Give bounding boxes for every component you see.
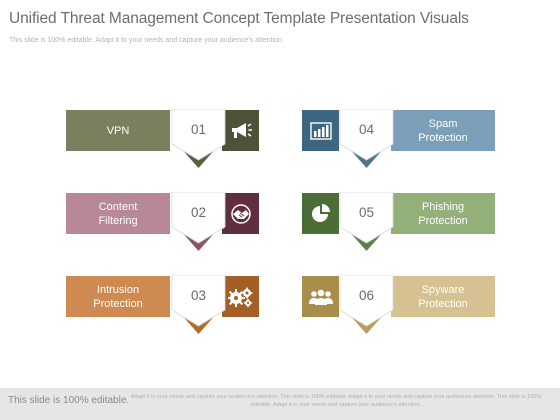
item-card-02: Content Filtering 02: [66, 192, 259, 252]
footer-editable-note: This slide is 100% editable.: [8, 395, 130, 406]
bar-chart-icon: [309, 121, 333, 141]
item-card-06: Spyware Protection 06: [302, 275, 495, 335]
megaphone-icon: [229, 121, 253, 141]
item-number-05: 05: [358, 205, 375, 220]
item-label-05: Phishing Protection: [391, 193, 495, 234]
slide-subtitle: This slide is 100% editable. Adapt it to…: [9, 37, 284, 44]
pie-chart-icon: [309, 203, 333, 225]
group-icon: [308, 287, 334, 307]
item-label-04: Spam Protection: [391, 110, 495, 151]
item-card-04: Spam Protection 04: [302, 109, 495, 169]
number-arrow-05: [339, 192, 394, 251]
item-label-06: Spyware Protection: [391, 276, 495, 317]
footer-description: Adapt it to your needs and capture your …: [130, 394, 542, 408]
handshake-icon: [228, 203, 254, 224]
gears-icon: [227, 286, 254, 308]
item-icon-box-01: [222, 110, 259, 151]
item-icon-box-04: [302, 110, 339, 151]
footer-bar: This slide is 100% editable. Adapt it to…: [0, 388, 560, 420]
item-number-03: 03: [190, 288, 207, 303]
item-card-01: VPN 01: [66, 109, 259, 169]
number-arrow-03: [171, 275, 226, 334]
item-icon-box-03: [222, 276, 259, 317]
item-card-03: Intrusion Protection 03: [66, 275, 259, 335]
item-label-01: VPN: [66, 110, 170, 151]
item-number-01: 01: [190, 122, 207, 137]
item-icon-box-06: [302, 276, 339, 317]
item-number-02: 02: [190, 205, 207, 220]
item-label-02: Content Filtering: [66, 193, 170, 234]
item-number-04: 04: [358, 122, 375, 137]
number-arrow-06: [339, 275, 394, 334]
number-arrow-01: [171, 109, 226, 168]
item-number-06: 06: [358, 288, 375, 303]
number-arrow-04: [339, 109, 394, 168]
item-icon-box-02: [222, 193, 259, 234]
item-label-03: Intrusion Protection: [66, 276, 170, 317]
slide-title: Unified Threat Management Concept Templa…: [9, 10, 469, 27]
item-icon-box-05: [302, 193, 339, 234]
item-card-05: Phishing Protection 05: [302, 192, 495, 252]
number-arrow-02: [171, 192, 226, 251]
